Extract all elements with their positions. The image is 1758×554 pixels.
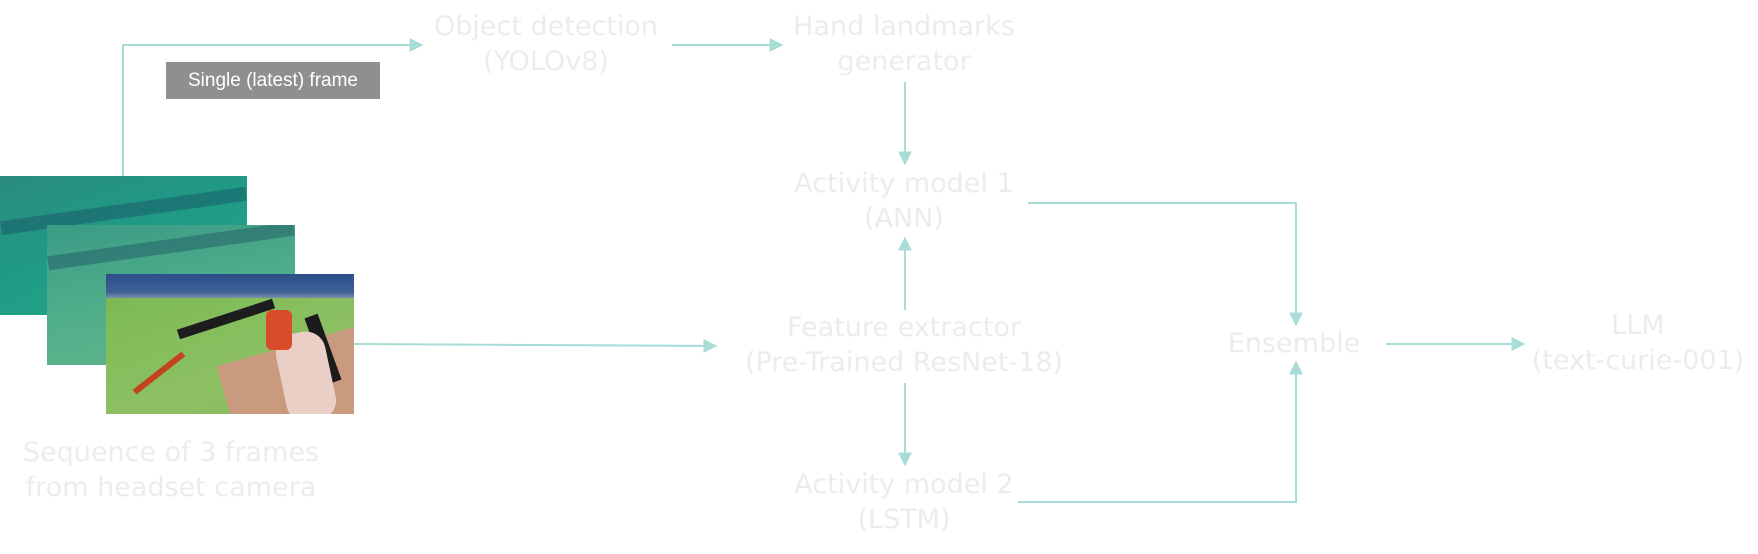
node-feature-extractor-title: Feature extractor bbox=[786, 312, 1021, 343]
camera-frame-3 bbox=[106, 274, 354, 414]
arrow-activity-model-1-to-ensemble bbox=[1028, 202, 1303, 327]
node-activity-model-2: Activity model 2 (LSTM) bbox=[794, 467, 1013, 537]
input-caption-line-1: Sequence of 3 frames bbox=[22, 437, 320, 468]
frame-3-wall bbox=[106, 274, 354, 300]
node-object-detection: Object detection (YOLOv8) bbox=[434, 9, 658, 79]
node-llm: LLM (text-curie-001) bbox=[1532, 308, 1745, 378]
input-caption-line-2: from headset camera bbox=[25, 472, 317, 503]
node-object-detection-subtitle: (YOLOv8) bbox=[483, 46, 609, 77]
node-activity-model-2-subtitle: (LSTM) bbox=[857, 504, 951, 535]
node-feature-extractor: Feature extractor (Pre-Trained ResNet-18… bbox=[745, 310, 1063, 380]
node-hand-landmarks-subtitle: generator bbox=[837, 46, 971, 77]
node-activity-model-2-title: Activity model 2 bbox=[794, 469, 1014, 500]
input-caption: Sequence of 3 frames from headset camera bbox=[23, 435, 319, 505]
node-ensemble-title: Ensemble bbox=[1227, 328, 1361, 359]
node-llm-subtitle: (text-curie-001) bbox=[1531, 345, 1745, 376]
node-feature-extractor-subtitle: (Pre-Trained ResNet-18) bbox=[744, 347, 1064, 378]
node-llm-title: LLM bbox=[1611, 310, 1665, 341]
frame-2-rail bbox=[47, 225, 295, 271]
arrow-frames-to-object-detection bbox=[122, 38, 424, 176]
node-object-detection-title: Object detection bbox=[433, 11, 659, 42]
arrow-frames-to-feature-extractor bbox=[353, 338, 718, 353]
node-ensemble: Ensemble bbox=[1228, 326, 1360, 361]
arrow-activity-model-2-to-ensemble bbox=[1018, 360, 1303, 503]
node-activity-model-1-subtitle: (ANN) bbox=[864, 203, 944, 234]
node-hand-landmarks-title: Hand landmarks bbox=[793, 11, 1015, 42]
node-activity-model-1-title: Activity model 1 bbox=[794, 168, 1014, 199]
node-activity-model-1: Activity model 1 (ANN) bbox=[794, 166, 1013, 236]
frame-3-drill bbox=[266, 310, 292, 350]
single-frame-label: Single (latest) frame bbox=[166, 62, 380, 99]
node-hand-landmarks: Hand landmarks generator bbox=[793, 9, 1015, 79]
